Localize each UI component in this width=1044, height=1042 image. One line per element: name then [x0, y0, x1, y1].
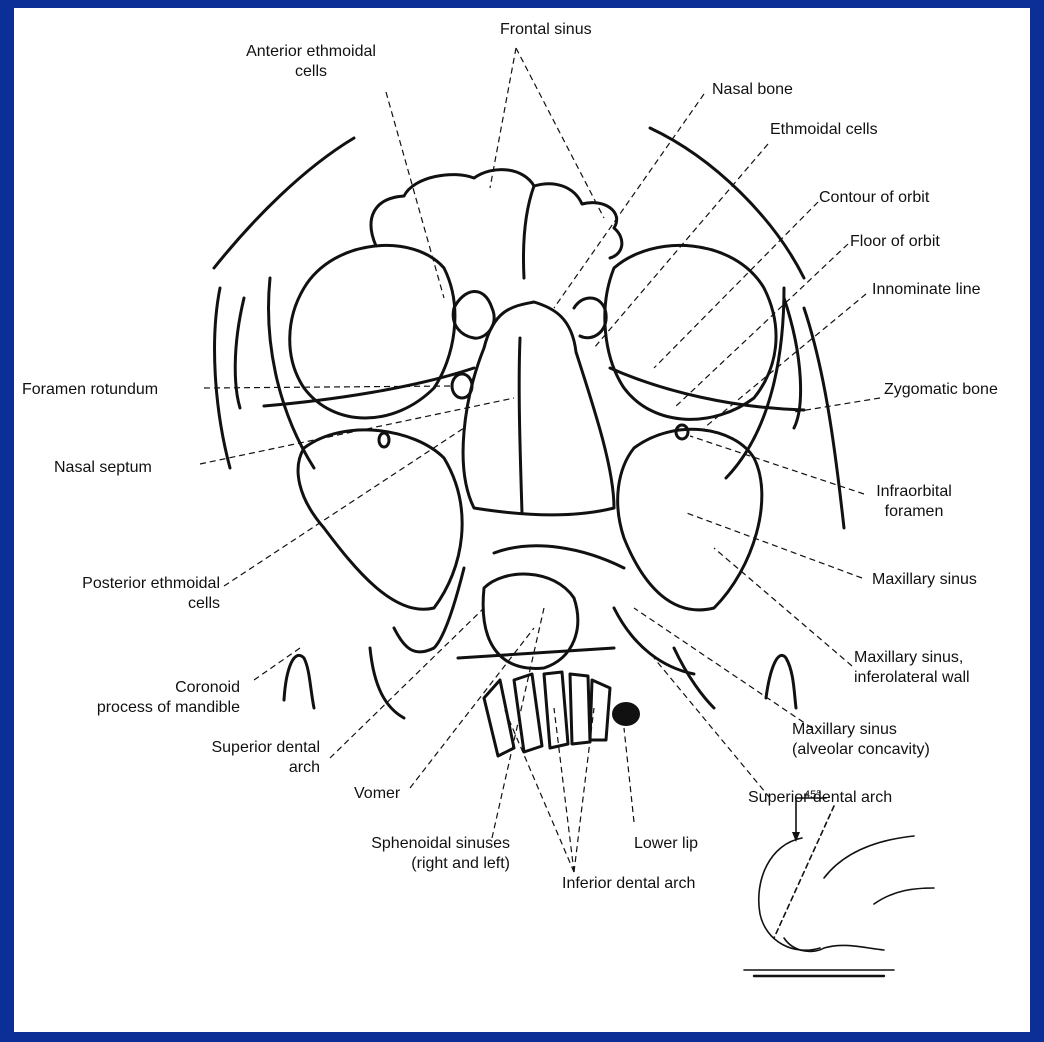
leader-zygomatic: [794, 398, 880, 412]
nasal-septum-line: [519, 338, 522, 513]
label-posterior-ethmoidal-1: Posterior ethmoidal: [30, 574, 220, 593]
maxillary-sinus-right: [618, 429, 762, 610]
zygomatic-left: [235, 298, 244, 408]
leader-vomer: [410, 628, 534, 788]
label-ethmoidal-cells: Ethmoidal cells: [770, 120, 878, 139]
tooth-3: [544, 672, 568, 748]
leader-frontal-sinus-left: [490, 48, 516, 188]
label-anterior-ethmoidal-1: Anterior ethmoidal: [226, 42, 396, 61]
frontal-sinus-outline: [371, 170, 622, 258]
label-contour-orbit: Contour of orbit: [819, 188, 929, 207]
foramen-rotundum-left: [452, 374, 472, 398]
label-floor-orbit: Floor of orbit: [850, 232, 940, 251]
leader-superior-dental-right: [654, 658, 770, 798]
inset-head: [759, 838, 820, 950]
label-nasal-bone: Nasal bone: [712, 80, 793, 99]
leader-frontal-sinus-right: [516, 48, 604, 218]
positioning-inset: [744, 798, 934, 976]
infraorbital-foramen-left: [379, 433, 389, 447]
innominate-left: [269, 278, 314, 468]
ethmoid-right: [574, 298, 606, 338]
label-alveolar-2: (alveolar concavity): [792, 740, 930, 759]
tooth-5: [590, 680, 610, 740]
tooth-1: [484, 680, 514, 756]
label-zygomatic-bone: Zygomatic bone: [884, 380, 998, 399]
label-vomer: Vomer: [354, 784, 400, 803]
leader-sphenoidal-a: [492, 608, 544, 838]
label-foramen-rotundum: Foramen rotundum: [22, 380, 158, 399]
leader-coronoid: [254, 648, 300, 680]
inset-face: [784, 938, 884, 951]
maxillary-sinus-left: [298, 430, 462, 609]
leader-alveolar: [634, 608, 812, 728]
mandible-right-stroke: [674, 648, 714, 708]
leader-superior-dental-left: [330, 608, 484, 758]
label-frontal-sinus: Frontal sinus: [500, 20, 592, 39]
label-inferior-dental-arch: Inferior dental arch: [562, 874, 695, 893]
label-coronoid-1: Coronoid: [54, 678, 240, 697]
leader-contour-orbit: [654, 202, 818, 368]
label-maxillary-sinus: Maxillary sinus: [872, 570, 977, 589]
label-alveolar-1: Maxillary sinus: [792, 720, 897, 739]
lateral-left: [215, 288, 230, 468]
label-infraorbital-2: foramen: [854, 502, 974, 521]
diagram-panel: Frontal sinus Anterior ethmoidal cells N…: [14, 8, 1030, 1032]
leader-foramen-rotundum: [204, 386, 452, 388]
label-superior-dental-left-2: arch: [162, 758, 320, 777]
label-superior-dental-left-1: Superior dental: [162, 738, 320, 757]
label-sphenoidal-2: (right and left): [314, 854, 510, 873]
lower-lip: [612, 702, 640, 726]
label-sphenoidal-1: Sphenoidal sinuses: [314, 834, 510, 853]
leader-inferior-dental-3: [574, 708, 594, 872]
leader-maxillary-sinus: [684, 512, 862, 578]
frontal-sinus-divider: [523, 186, 534, 278]
label-inferolateral-2: inferolateral wall: [854, 668, 970, 687]
skull-arc-left: [214, 138, 354, 268]
label-angle: 45°: [804, 786, 821, 805]
infraorbital-foramen-right: [676, 425, 688, 439]
leader-inferolateral: [714, 548, 852, 666]
label-innominate-line: Innominate line: [872, 280, 981, 299]
leader-nasal-septum: [200, 398, 514, 464]
label-coronoid-2: process of mandible: [54, 698, 240, 717]
label-nasal-septum: Nasal septum: [54, 458, 152, 477]
label-posterior-ethmoidal-2: cells: [30, 594, 220, 613]
label-inferolateral-1: Maxillary sinus,: [854, 648, 963, 667]
coronoid-left: [284, 655, 314, 708]
inset-ray-dashed: [774, 806, 834, 938]
leader-lower-lip: [624, 728, 634, 822]
mandible-left-stroke: [370, 648, 404, 718]
leader-ethmoidal-cells: [594, 144, 768, 348]
leader-nasal-bone: [554, 94, 704, 308]
inset-shoulder: [874, 888, 934, 904]
label-lower-lip: Lower lip: [634, 834, 698, 853]
inset-neck: [824, 836, 914, 878]
leader-anterior-ethmoidal: [386, 92, 444, 298]
tooth-4: [570, 674, 590, 744]
occlusal-line: [458, 648, 614, 658]
label-infraorbital-1: Infraorbital: [854, 482, 974, 501]
palate-arc: [494, 546, 624, 568]
ethmoid-left: [453, 291, 494, 338]
label-anterior-ethmoidal-2: cells: [226, 62, 396, 81]
